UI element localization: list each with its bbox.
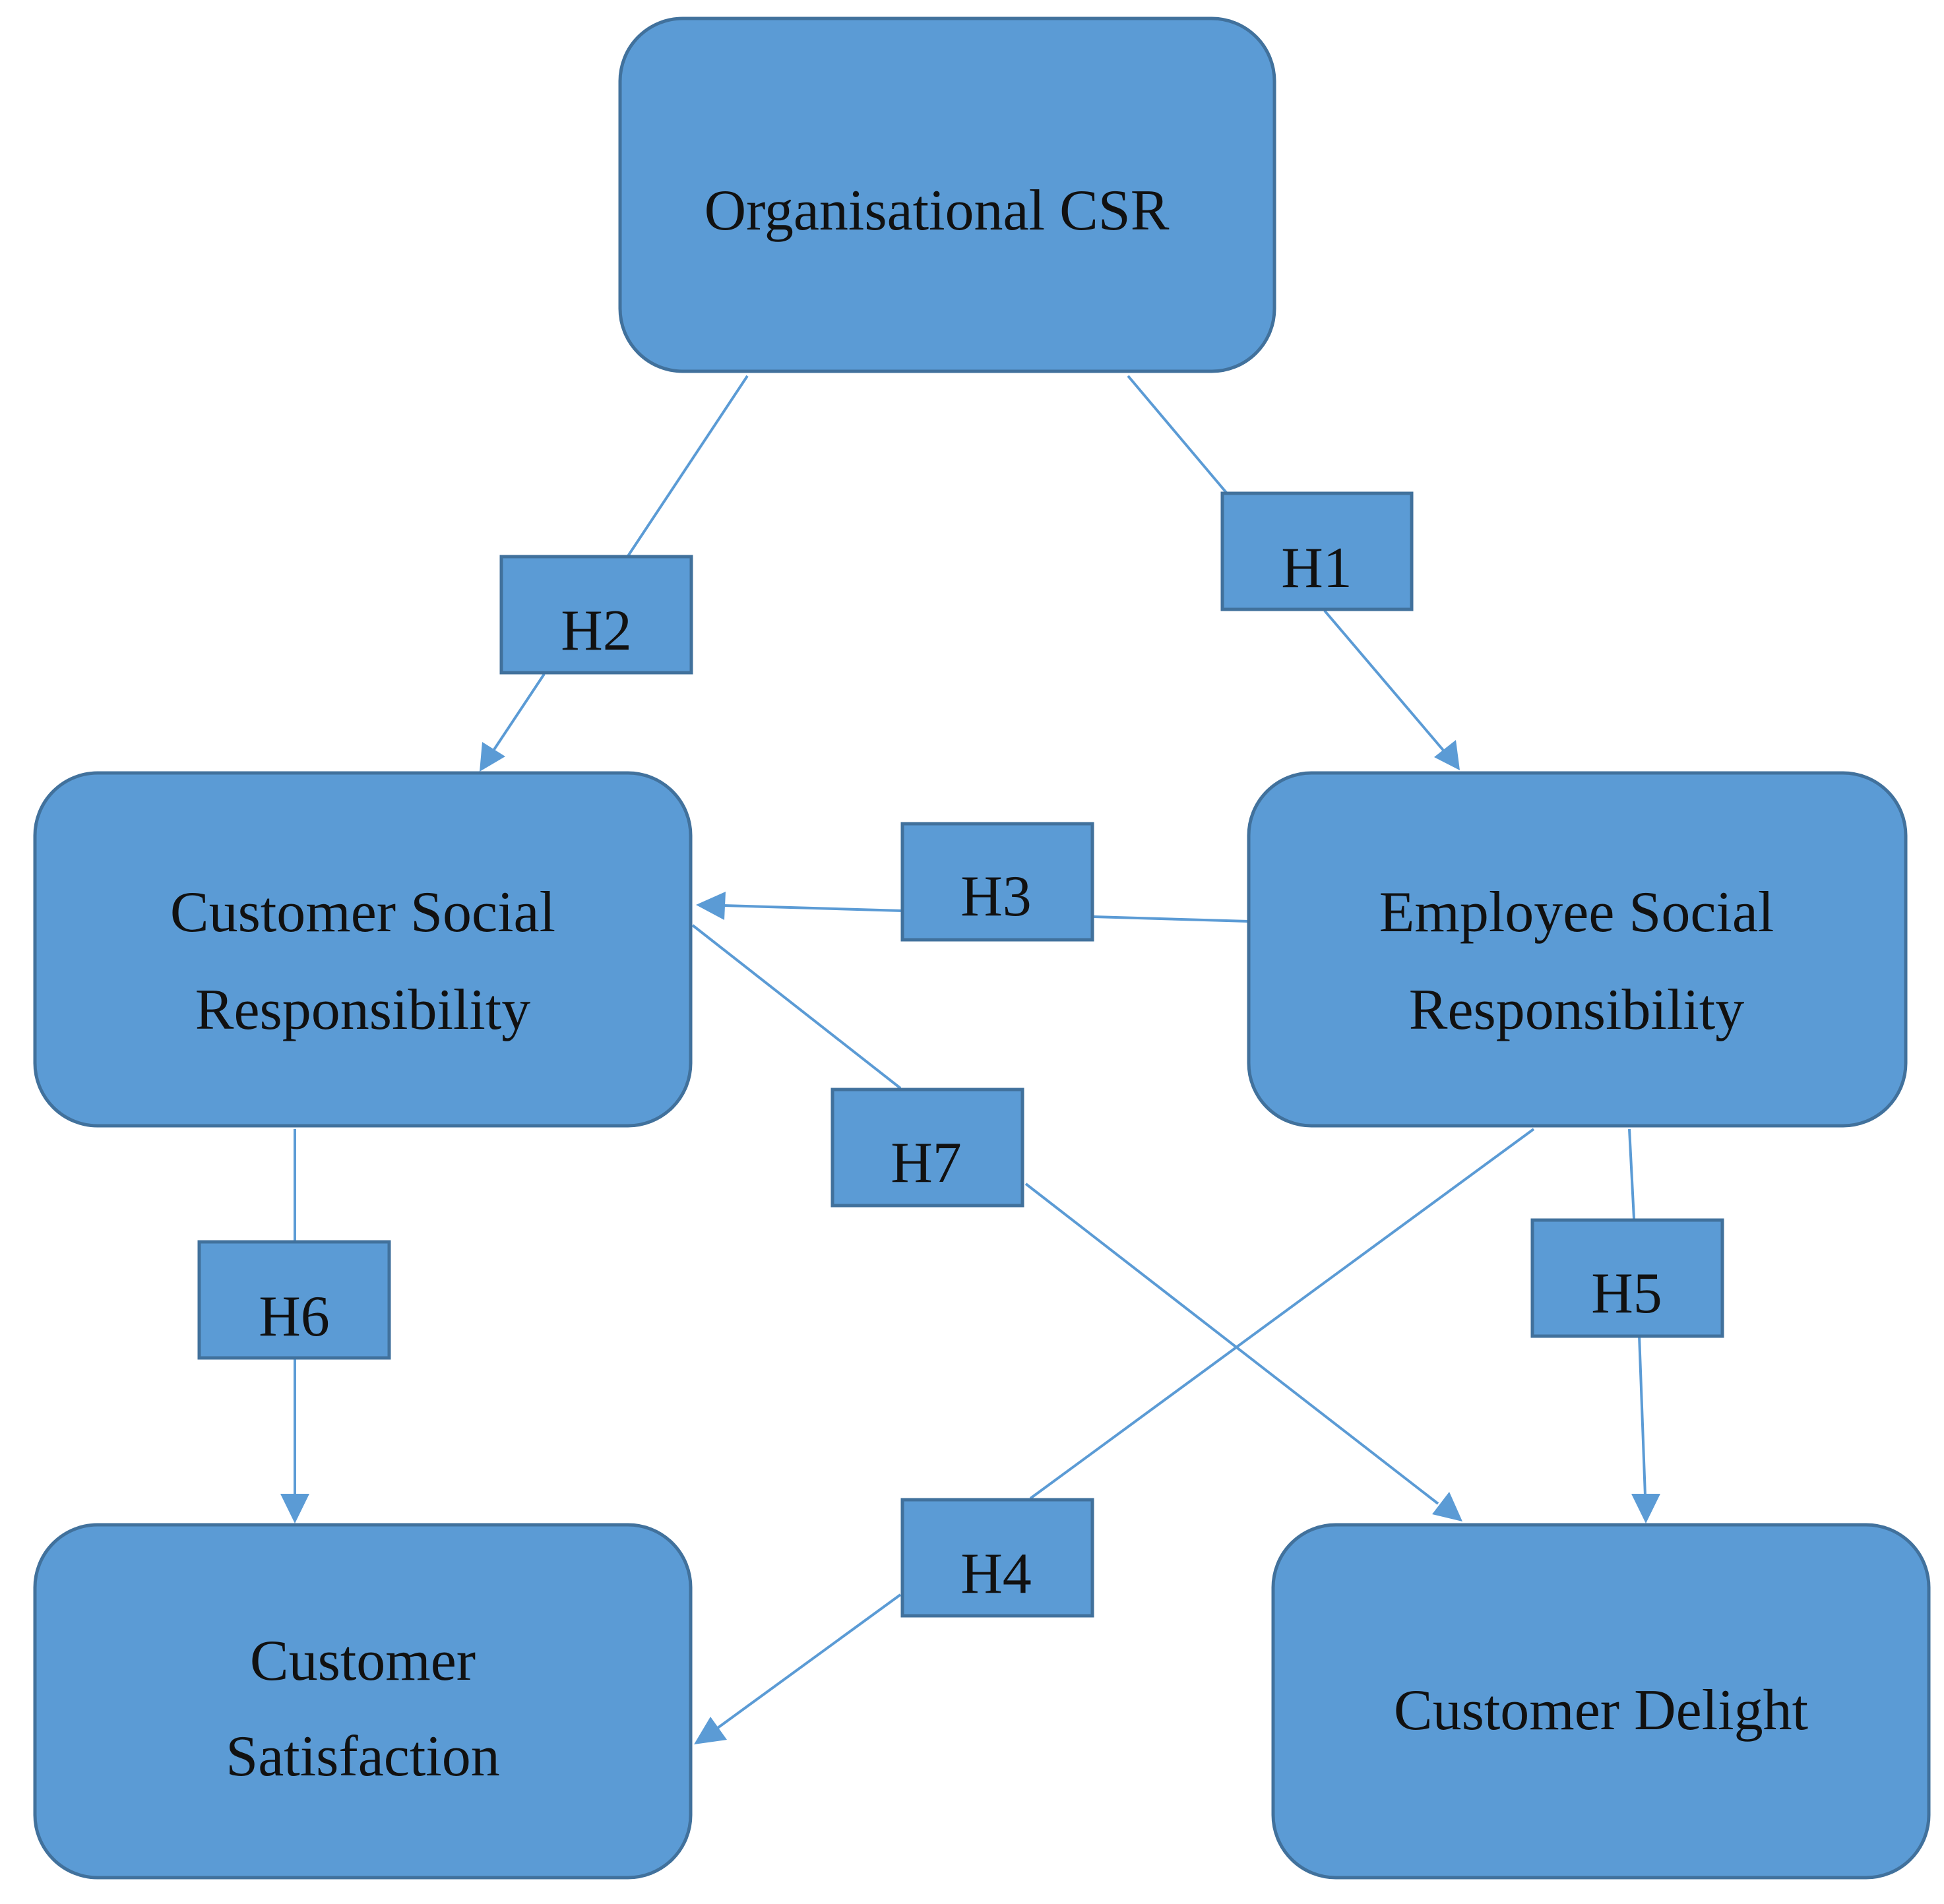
hypothesis-label: H6 bbox=[259, 1285, 330, 1349]
node-customer-delight: Customer Delight bbox=[1271, 1523, 1931, 1880]
edges bbox=[280, 375, 1660, 1744]
node-employee-social-responsibility: Employee Social Responsibility bbox=[1247, 771, 1908, 1128]
hypothesis-label: H2 bbox=[561, 599, 632, 663]
edge-h4-lower bbox=[716, 1593, 902, 1729]
arrowhead-h4 bbox=[694, 1717, 727, 1744]
hypothesis-label: H5 bbox=[1591, 1262, 1662, 1326]
arrowhead-h3 bbox=[696, 892, 726, 920]
hypothesis-label: H1 bbox=[1281, 536, 1352, 600]
arrowhead-h7 bbox=[1432, 1492, 1462, 1521]
edge-h3-right bbox=[1093, 915, 1249, 923]
node-label: Organisational CSR bbox=[705, 179, 1170, 243]
edge-h2-upper bbox=[627, 375, 749, 557]
node-label: Customer Delight bbox=[1394, 1678, 1808, 1742]
edge-h7-upper bbox=[691, 924, 902, 1090]
arrowhead-h6 bbox=[280, 1494, 309, 1523]
node-organisational-csr: Organisational CSR bbox=[618, 16, 1276, 373]
hypothesis-h3: H3 bbox=[900, 822, 1094, 942]
arrowhead-h1 bbox=[1434, 740, 1460, 770]
edge-h3-left bbox=[723, 904, 903, 912]
hypothesis-labels: H1 H2 H3 H4 H5 H6 H7 bbox=[197, 491, 1724, 1618]
hypothesis-label: H3 bbox=[960, 865, 1032, 929]
edge-h1-lower bbox=[1323, 609, 1446, 753]
node-label-line-1: Customer bbox=[250, 1629, 476, 1693]
edge-h4-upper bbox=[1029, 1128, 1535, 1500]
nodes: Organisational CSR Customer Social Respo… bbox=[33, 16, 1931, 1880]
edge-h5-lower bbox=[1638, 1335, 1646, 1496]
hypothesis-h5: H5 bbox=[1530, 1218, 1724, 1338]
node-label-line-2: Satisfaction bbox=[226, 1725, 499, 1789]
edge-h2-lower bbox=[492, 673, 546, 752]
edge-h7-lower bbox=[1024, 1182, 1439, 1505]
node-label-line-2: Responsibility bbox=[195, 978, 531, 1042]
hypothesis-label: H7 bbox=[891, 1131, 962, 1195]
hypothesis-h6: H6 bbox=[197, 1240, 391, 1360]
edge-h1-upper bbox=[1127, 375, 1228, 495]
hypothesis-label: H4 bbox=[960, 1542, 1032, 1606]
node-customer-satisfaction: Customer Satisfaction bbox=[33, 1523, 693, 1880]
node-customer-social-responsibility: Customer Social Responsibility bbox=[33, 771, 693, 1128]
node-label-line-2: Responsibility bbox=[1409, 978, 1745, 1042]
node-label-line-1: Customer Social bbox=[170, 880, 555, 944]
arrowhead-h2 bbox=[480, 742, 505, 772]
hypothesis-h1: H1 bbox=[1220, 491, 1414, 611]
arrowhead-h5 bbox=[1631, 1494, 1660, 1523]
hypothesis-h2: H2 bbox=[499, 555, 693, 675]
hypothesis-h7: H7 bbox=[831, 1088, 1024, 1208]
hypothesis-h4: H4 bbox=[900, 1498, 1094, 1618]
edge-h5-upper bbox=[1628, 1128, 1635, 1219]
node-label-line-1: Employee Social bbox=[1379, 880, 1774, 944]
